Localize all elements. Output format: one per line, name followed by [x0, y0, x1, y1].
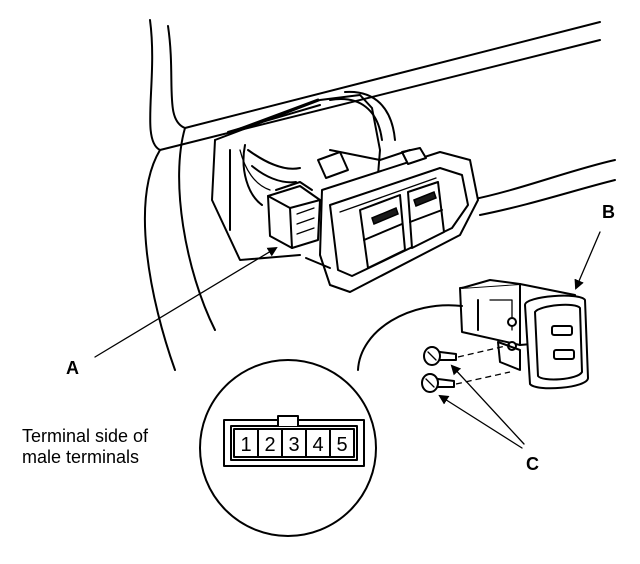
leader-c-upper: [450, 364, 525, 445]
switch-button-lower: [553, 349, 575, 360]
pin-cells: 1 2 3 4 5: [233, 428, 355, 458]
screw-upper: [423, 346, 457, 366]
bezel-assembly: [305, 147, 479, 293]
leader-c-lower: [438, 394, 523, 449]
pin-5: 5: [336, 434, 347, 456]
switch-b: [459, 279, 589, 390]
callout-c: C: [526, 454, 539, 474]
pin-1: 1: [240, 434, 251, 456]
pin-4: 4: [312, 434, 323, 456]
screw-lower: [421, 373, 455, 393]
leader-b: [574, 231, 601, 290]
switch-button-upper: [551, 325, 573, 336]
leader-lines: [94, 231, 601, 449]
screws-c: [421, 344, 511, 393]
harness-wire: [357, 304, 463, 371]
caption-line-1: Terminal side of: [22, 426, 149, 446]
switch-recess: [211, 90, 396, 261]
dashboard-panel: [143, 19, 616, 371]
connector-detail-circle: 1 2 3 4 5: [199, 359, 377, 537]
callout-b: B: [602, 202, 615, 222]
pin-3: 3: [288, 434, 299, 456]
leader-a: [94, 246, 278, 358]
connector-a: [267, 181, 321, 249]
caption-line-2: male terminals: [22, 447, 139, 467]
pin-2: 2: [264, 434, 275, 456]
callout-a: A: [66, 358, 79, 378]
